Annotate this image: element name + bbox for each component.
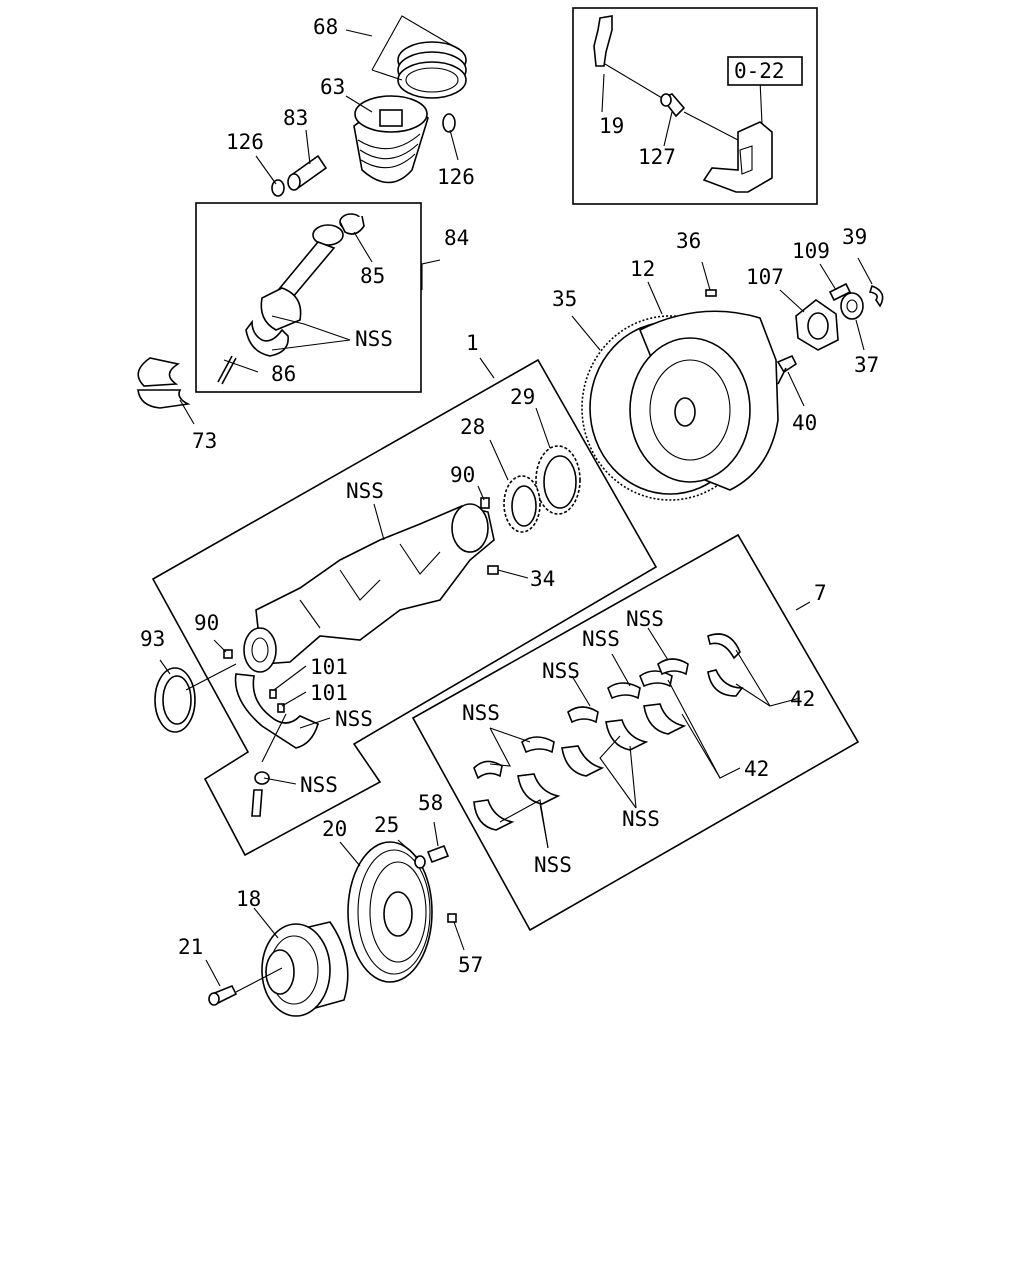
label-83: 83	[283, 106, 308, 130]
label-nss-cap-1: NSS	[335, 707, 373, 731]
label-35: 35	[552, 287, 577, 311]
crank-pulley-20	[347, 841, 433, 983]
label-57: 57	[458, 953, 483, 977]
bolt-109	[828, 282, 852, 302]
damper-pulley-18	[261, 921, 349, 1017]
label-58: 58	[418, 791, 443, 815]
label-85: 85	[360, 264, 385, 288]
label-107: 107	[746, 265, 784, 289]
label-127: 127	[638, 145, 676, 169]
key-90-upper	[480, 497, 490, 509]
label-20: 20	[322, 817, 347, 841]
label-12: 12	[630, 257, 655, 281]
label-36: 36	[676, 229, 701, 253]
pin-57	[447, 913, 457, 923]
label-42-lower: 42	[744, 757, 769, 781]
leader-lines	[159, 15, 873, 993]
crank-gear-29	[535, 445, 581, 515]
bolt-58	[426, 844, 450, 864]
group-box-connecting-rod	[195, 202, 422, 393]
dowel-pin-36	[705, 289, 717, 297]
label-28: 28	[460, 415, 485, 439]
label-34: 34	[530, 567, 555, 591]
label-1: 1	[466, 331, 479, 355]
bracket-part	[593, 15, 613, 67]
label-37: 37	[854, 353, 879, 377]
washer-25	[414, 855, 426, 869]
label-90-upper: 90	[450, 463, 475, 487]
label-42-upper: 42	[790, 687, 815, 711]
label-nss-cap-2: NSS	[300, 773, 338, 797]
label-19: 19	[599, 114, 624, 138]
rod-bearing-shells	[137, 357, 191, 409]
label-126-left: 126	[226, 130, 264, 154]
label-101-a: 101	[310, 655, 348, 679]
piston	[353, 95, 429, 184]
label-nss-crank: NSS	[346, 479, 384, 503]
label-nss-bearing-4: NSS	[462, 701, 500, 725]
label-18: 18	[236, 887, 261, 911]
reference-box-0-22	[727, 56, 803, 86]
label-nss-bearing-2: NSS	[582, 627, 620, 651]
label-nss-bearing-1: NSS	[626, 607, 664, 631]
snap-ring-39	[868, 284, 884, 308]
label-nss-bearing-5: NSS	[622, 807, 660, 831]
dowel-101-a	[269, 689, 277, 699]
crankshaft	[243, 503, 495, 673]
label-126-right: 126	[437, 165, 475, 189]
label-7: 7	[814, 581, 827, 605]
pilot-bearing-37	[840, 292, 864, 320]
key-90-lower	[223, 649, 233, 659]
label-93: 93	[140, 627, 165, 651]
labels: 68 63 83 126 126 84 85 NSS 86 73 0-22 19…	[140, 15, 879, 977]
label-109: 109	[792, 239, 830, 263]
label-90-lower: 90	[194, 611, 219, 635]
label-86: 86	[271, 362, 296, 386]
fitting-127	[660, 93, 686, 118]
pin-34	[487, 565, 499, 575]
piston-pin	[287, 154, 328, 191]
label-40: 40	[792, 411, 817, 435]
label-73: 73	[192, 429, 217, 453]
crank-gear-28	[503, 475, 541, 533]
rod-cap	[245, 319, 289, 357]
flywheel	[629, 310, 779, 491]
label-84: 84	[444, 226, 469, 250]
group-box-crankshaft	[151, 358, 658, 857]
label-63: 63	[320, 75, 345, 99]
rod-bushing	[339, 213, 365, 235]
label-68: 68	[313, 15, 338, 39]
piston-rings	[397, 41, 467, 99]
rod-bolt	[217, 355, 237, 385]
label-29: 29	[510, 385, 535, 409]
fuel-bracket-housing	[702, 121, 773, 193]
label-39: 39	[842, 225, 867, 249]
label-nss-bearing-6: NSS	[534, 853, 572, 877]
label-nss-rod: NSS	[355, 327, 393, 351]
bearing-shells	[473, 633, 744, 831]
label-25: 25	[374, 813, 399, 837]
pilot-retainer-107	[795, 299, 839, 351]
label-21: 21	[178, 935, 203, 959]
snap-ring-left	[271, 179, 285, 197]
inset-box-fuel-bracket	[572, 7, 818, 205]
label-0-22: 0-22	[734, 59, 785, 83]
pulley-bolt-21	[208, 984, 238, 1006]
connecting-rod	[260, 224, 344, 331]
dowel-101-b	[277, 703, 285, 713]
flywheel-bolt-40	[776, 354, 798, 385]
label-nss-bearing-3: NSS	[542, 659, 580, 683]
cap-bolt	[251, 771, 270, 817]
main-bearing-cap	[234, 673, 319, 749]
oil-seal-93	[154, 667, 196, 733]
label-101-b: 101	[310, 681, 348, 705]
snap-ring-right	[442, 113, 456, 133]
group-box-bearings	[411, 533, 860, 932]
